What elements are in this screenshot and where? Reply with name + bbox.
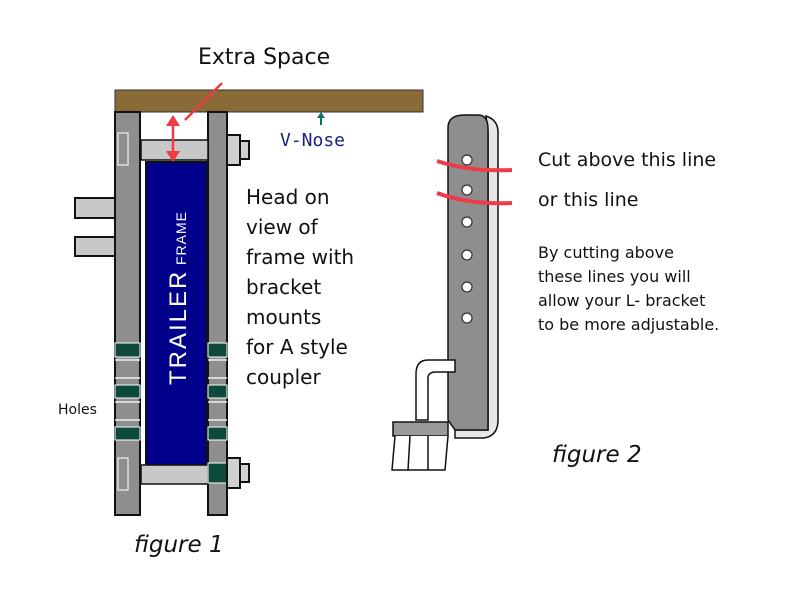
- figure-2: Cut above this line or this line By cutt…: [391, 114, 719, 471]
- extra-space-label: Extra Space: [198, 45, 330, 70]
- bracket-holes: [461, 154, 473, 324]
- white-stripes: [115, 359, 227, 421]
- holes: [114, 342, 228, 484]
- frame-label-main: TRAILER: [165, 270, 192, 385]
- cut-line-2-label: or this line: [538, 189, 638, 211]
- left-post: [114, 111, 141, 516]
- frame-description: Head on view of frame with bracket mount…: [246, 185, 354, 389]
- figure-1-caption: figure 1: [134, 532, 224, 558]
- v-nose-arrow-icon: [317, 112, 325, 125]
- description-line: coupler: [246, 365, 321, 389]
- figure-1: TRAILER FRAME Extra Space V-Nose Head on…: [58, 45, 424, 558]
- top-spacer-bar: [140, 139, 209, 161]
- trailer-frame: [145, 161, 208, 466]
- description-line: view of: [246, 215, 319, 239]
- note-line: to be more adjustable.: [538, 315, 719, 334]
- cut-line-1-label: Cut above this line: [538, 149, 716, 171]
- description-line: mounts: [246, 305, 321, 329]
- left-tab-upper: [74, 197, 116, 219]
- bolt-head-left-bottom: [117, 457, 129, 491]
- cut-lines: [436, 159, 513, 206]
- cutting-note: By cutting above these lines you will al…: [538, 243, 719, 334]
- note-line: allow your L- bracket: [538, 291, 705, 310]
- bolt-nut-top: [226, 134, 250, 166]
- l-bracket: [391, 114, 499, 471]
- figure-2-caption: figure 2: [552, 442, 642, 468]
- v-nose-wood-beam: [114, 89, 424, 113]
- left-tab-lower: [74, 236, 116, 257]
- bolt-head-left-top: [117, 132, 129, 166]
- right-post: [207, 111, 228, 516]
- holes-label: Holes: [58, 402, 97, 418]
- description-line: frame with: [246, 245, 354, 269]
- description-line: for A style: [246, 335, 348, 359]
- description-line: Head on: [246, 185, 330, 209]
- v-nose-label: V-Nose: [280, 130, 345, 151]
- bottom-spacer-bar: [140, 464, 209, 485]
- description-line: bracket: [246, 275, 321, 299]
- extra-space-arrow: [166, 82, 223, 162]
- frame-label-small: FRAME: [173, 211, 189, 265]
- note-line: these lines you will: [538, 267, 691, 286]
- bolt-nut-bottom: [226, 457, 250, 489]
- note-line: By cutting above: [538, 243, 674, 262]
